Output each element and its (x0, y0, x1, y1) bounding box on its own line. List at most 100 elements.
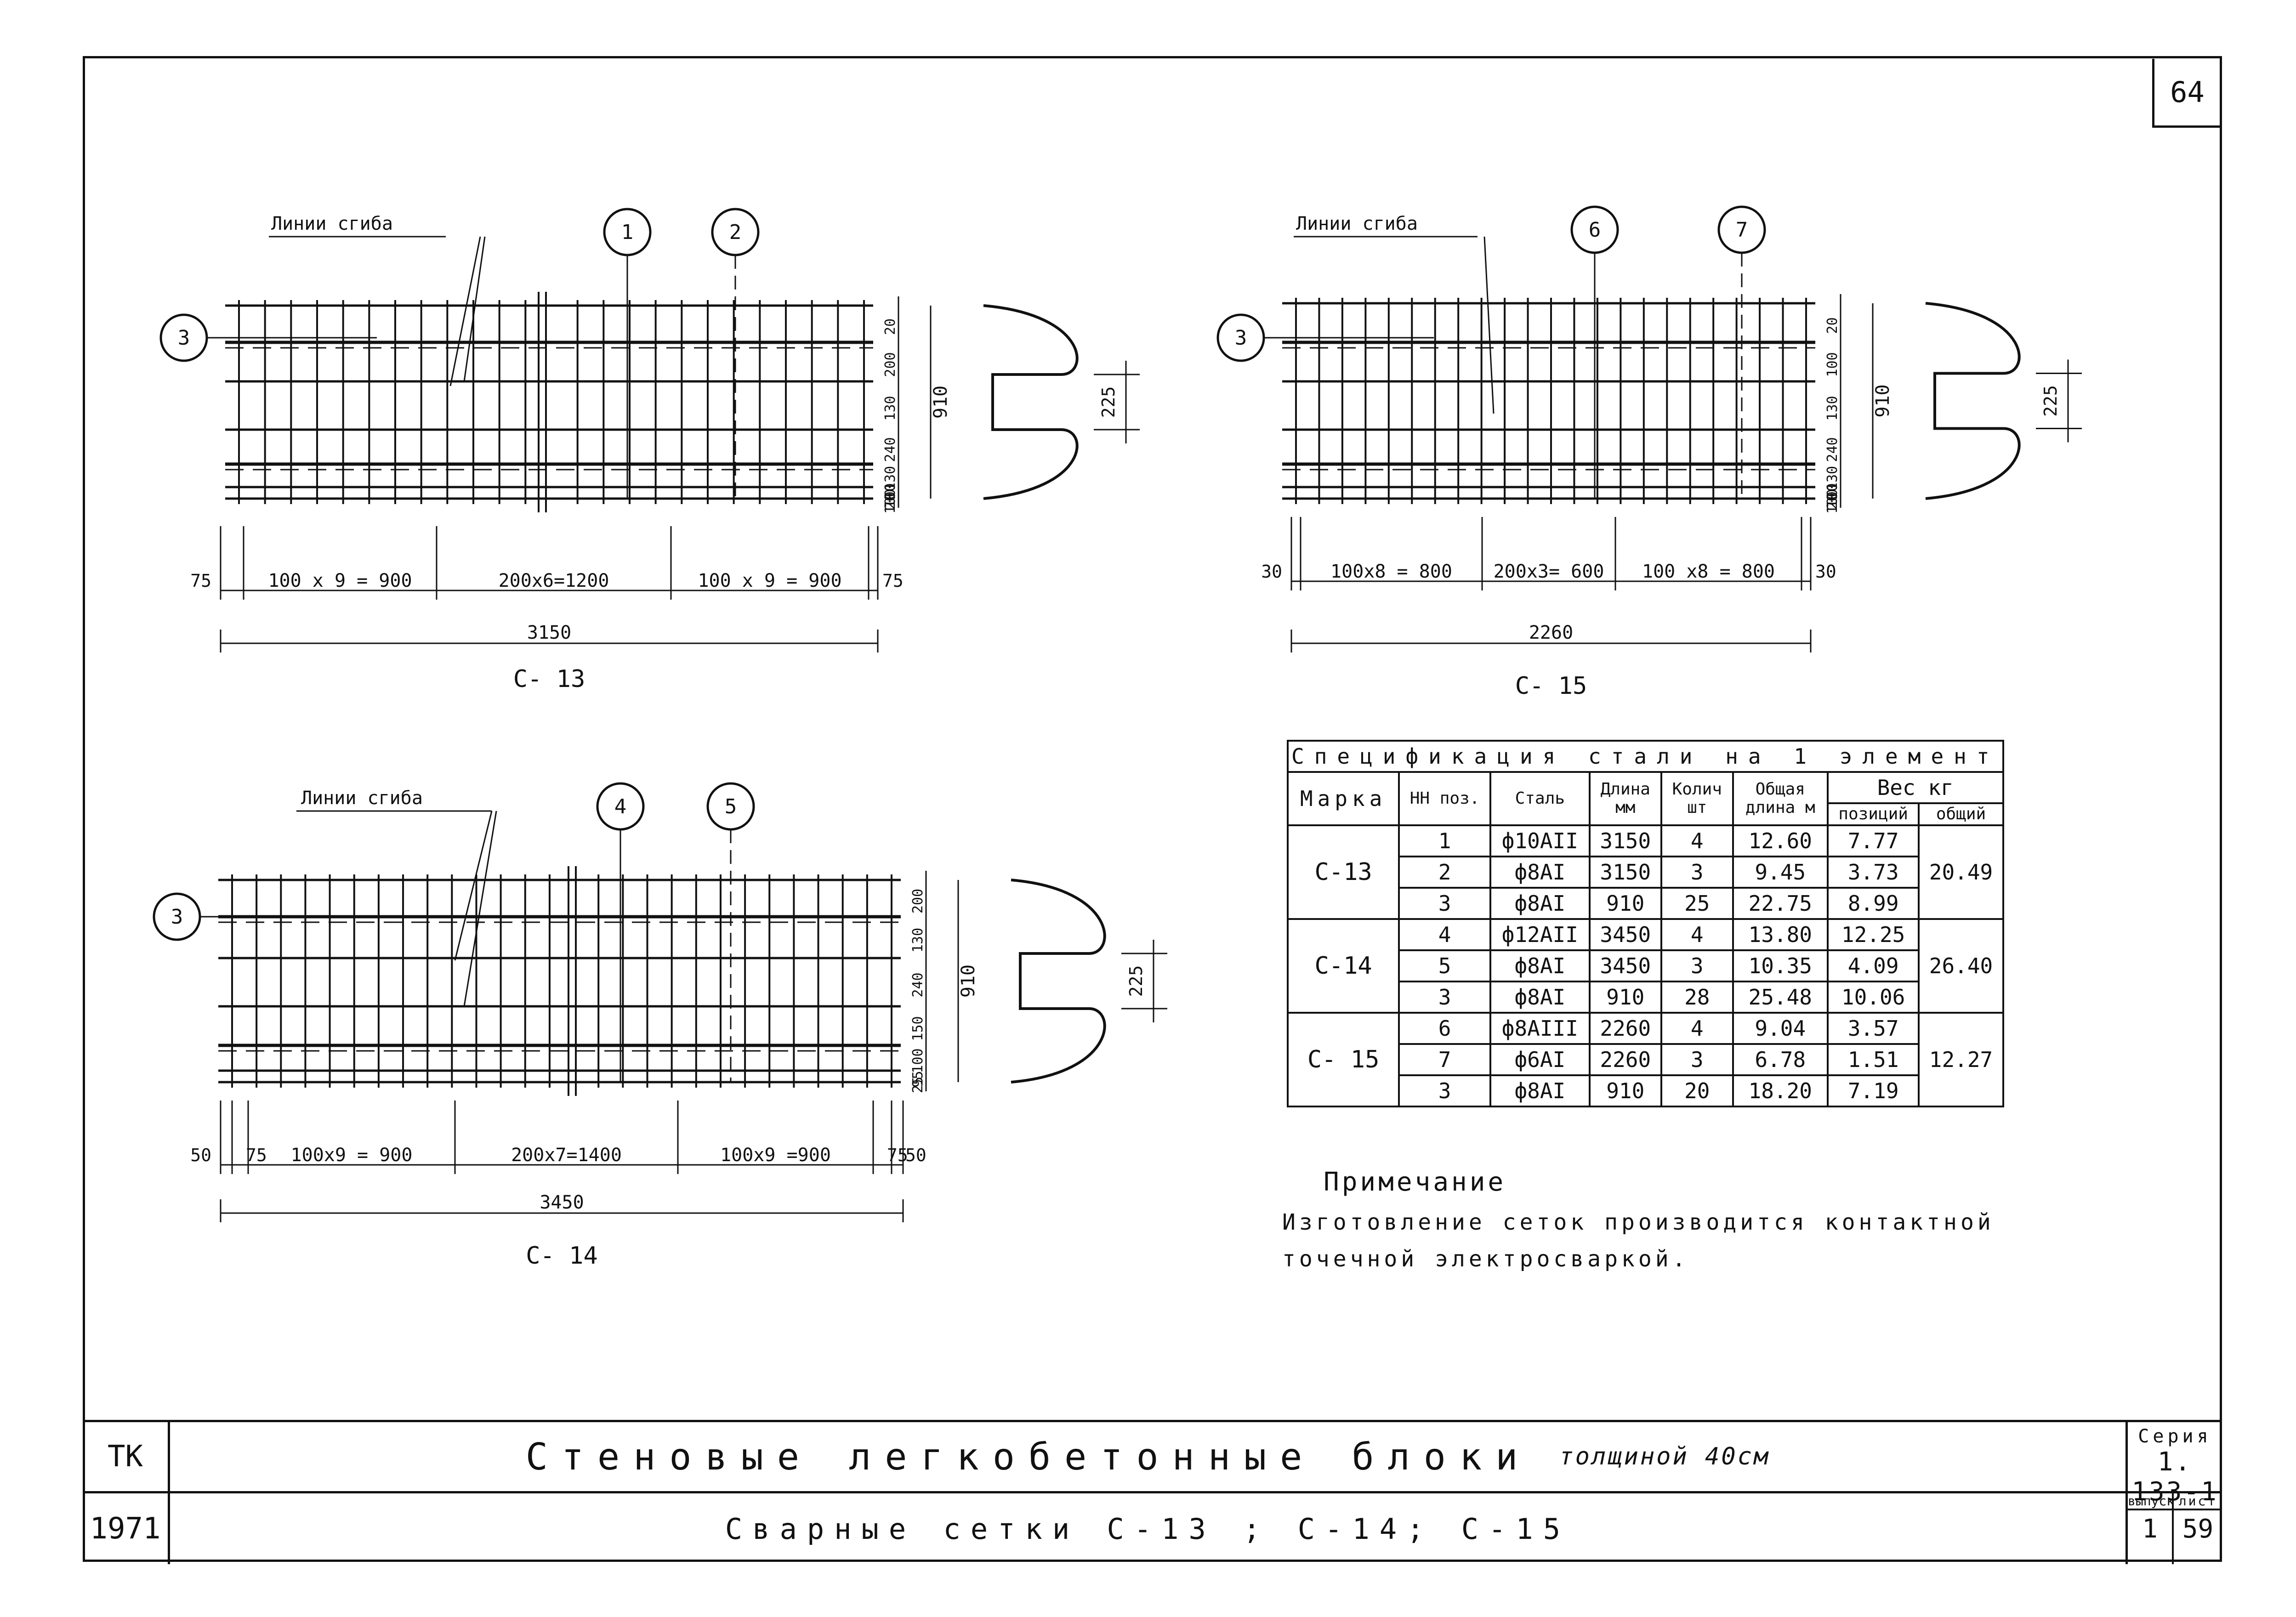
dim-bottom: 30 (1815, 562, 1836, 582)
spec-len: 910 (1588, 1074, 1662, 1107)
spec-weight: 10.06 (1826, 981, 1920, 1014)
spec-total-len: 6.78 (1732, 1043, 1829, 1076)
spec-len: 2260 (1588, 1012, 1662, 1045)
dim-right: 20 (1824, 317, 1841, 334)
spec-weight-total: 26.40 (1918, 918, 2004, 1014)
sheet-number: 64 (2152, 59, 2220, 128)
spec-qty: 4 (1660, 918, 1734, 951)
bend-lines-label-c14: Линии сгиба (301, 788, 423, 809)
spec-len: 3150 (1588, 856, 1662, 889)
callout-pos-2-label: 2 (729, 221, 742, 244)
spec-weight: 4.09 (1826, 949, 1920, 982)
spec-pos: 6 (1398, 1012, 1491, 1045)
subtitle-row: Сварные сетки С-13 ; С-14; С-15 (170, 1493, 2126, 1564)
dim-right: 130 (910, 928, 926, 953)
leader (463, 811, 497, 1007)
leader (449, 236, 481, 386)
spec-h-len: Длина мм (1588, 771, 1662, 826)
dim-right: 200 (910, 889, 926, 913)
title-row: Стеновые легкобетонные блоки толщиной 40… (170, 1422, 2126, 1493)
spec-steel: ф8АI (1489, 949, 1591, 982)
spec-h-total-len: Общая длина м (1732, 771, 1829, 826)
dim-bend: 225 (2040, 385, 2061, 417)
dim-right: 240 (1824, 437, 1841, 462)
spec-len: 3450 (1588, 949, 1662, 982)
spec-qty: 28 (1660, 981, 1734, 1014)
drawing-title: Стеновые легкобетонные блоки (525, 1435, 1532, 1478)
spec-weight: 7.77 (1826, 824, 1920, 857)
spec-total-len: 18.20 (1732, 1074, 1829, 1107)
spec-h-w-pos: позиций (1826, 802, 1920, 826)
dim-bottom: 100 x8 = 800 (1642, 561, 1775, 582)
spec-pos: 2 (1398, 856, 1491, 889)
dim-right: 100 (1824, 489, 1841, 514)
spec-weight: 7.19 (1826, 1074, 1920, 1107)
spec-total-len: 9.45 (1732, 856, 1829, 889)
spec-pos: 4 (1398, 918, 1491, 951)
dim-right: 20 (882, 318, 898, 335)
spec-total-len: 22.75 (1732, 887, 1829, 920)
dim-right: 100 (1824, 483, 1841, 508)
dim-right: 150 (910, 1016, 926, 1041)
spec-qty: 3 (1660, 856, 1734, 889)
spec-total-len: 10.35 (1732, 949, 1829, 982)
note-text: Изготовление сеток производится контактн… (1282, 1209, 1995, 1272)
dim-bottom: 200x3= 600 (1494, 561, 1604, 582)
dim-bottom: 100x8 = 800 (1330, 561, 1452, 582)
leader (454, 811, 493, 961)
spec-steel: ф8АI (1489, 856, 1591, 889)
callout-pos-3-label: 3 (171, 905, 183, 929)
mesh-caption-c13: С- 13 (513, 665, 585, 693)
spec-pos: 7 (1398, 1043, 1491, 1076)
spec-weight-total: 12.27 (1918, 1012, 2004, 1107)
dim-bend: 225 (1126, 965, 1146, 997)
bent-mesh-section (1925, 302, 2021, 500)
spec-weight: 8.99 (1826, 887, 1920, 920)
dim-bottom: 75 (887, 1145, 908, 1165)
sheet-label: лист (2174, 1493, 2222, 1510)
spec-weight: 12.25 (1826, 918, 1920, 951)
dim-right: 200 (882, 352, 898, 377)
series-cell: Серия 1. 133-1 (2126, 1422, 2222, 1507)
dim-bottom: 100 x 9 = 900 (268, 570, 412, 591)
spec-len: 910 (1588, 887, 1662, 920)
spec-qty: 3 (1660, 1043, 1734, 1076)
spec-steel: ф8АI (1489, 887, 1591, 920)
spec-weight: 3.57 (1826, 1012, 1920, 1045)
spec-pos: 3 (1398, 1074, 1491, 1107)
dim-height: 910 (1872, 384, 1893, 417)
dim-total: 2260 (1529, 622, 1573, 643)
leader (463, 236, 486, 382)
spec-weight: 1.51 (1826, 1043, 1920, 1076)
dim-right: 130 (1824, 466, 1841, 491)
dim-right: 100 (882, 483, 898, 508)
dim-right: 130 (882, 466, 898, 491)
bend-lines-label-c15: Линии сгиба (1296, 213, 1418, 234)
leader (1483, 236, 1495, 414)
spec-qty: 4 (1660, 1012, 1734, 1045)
spec-qty: 20 (1660, 1074, 1734, 1107)
callout-pos-4-label: 4 (614, 795, 627, 818)
spec-h-qty: Колич шт (1660, 771, 1734, 826)
spec-weight: 3.73 (1826, 856, 1920, 889)
callout-pos-7-label: 7 (1736, 218, 1748, 242)
spec-total-len: 12.60 (1732, 824, 1829, 857)
org-code: ТК (83, 1422, 170, 1493)
dim-bottom: 75 (882, 571, 904, 591)
spec-len: 910 (1588, 981, 1662, 1014)
spec-pos: 3 (1398, 981, 1491, 1014)
issue-value: 1 (2142, 1514, 2158, 1544)
spec-total-len: 25.48 (1732, 981, 1829, 1014)
spec-title: Спецификация стали на 1 элемент (1287, 740, 2004, 773)
spec-mark: С-13 (1286, 824, 1400, 920)
spec-steel: ф6АI (1489, 1043, 1591, 1076)
spec-len: 2260 (1588, 1043, 1662, 1076)
spec-pos: 1 (1398, 824, 1491, 857)
spec-h-pos: НН поз. (1398, 771, 1491, 826)
